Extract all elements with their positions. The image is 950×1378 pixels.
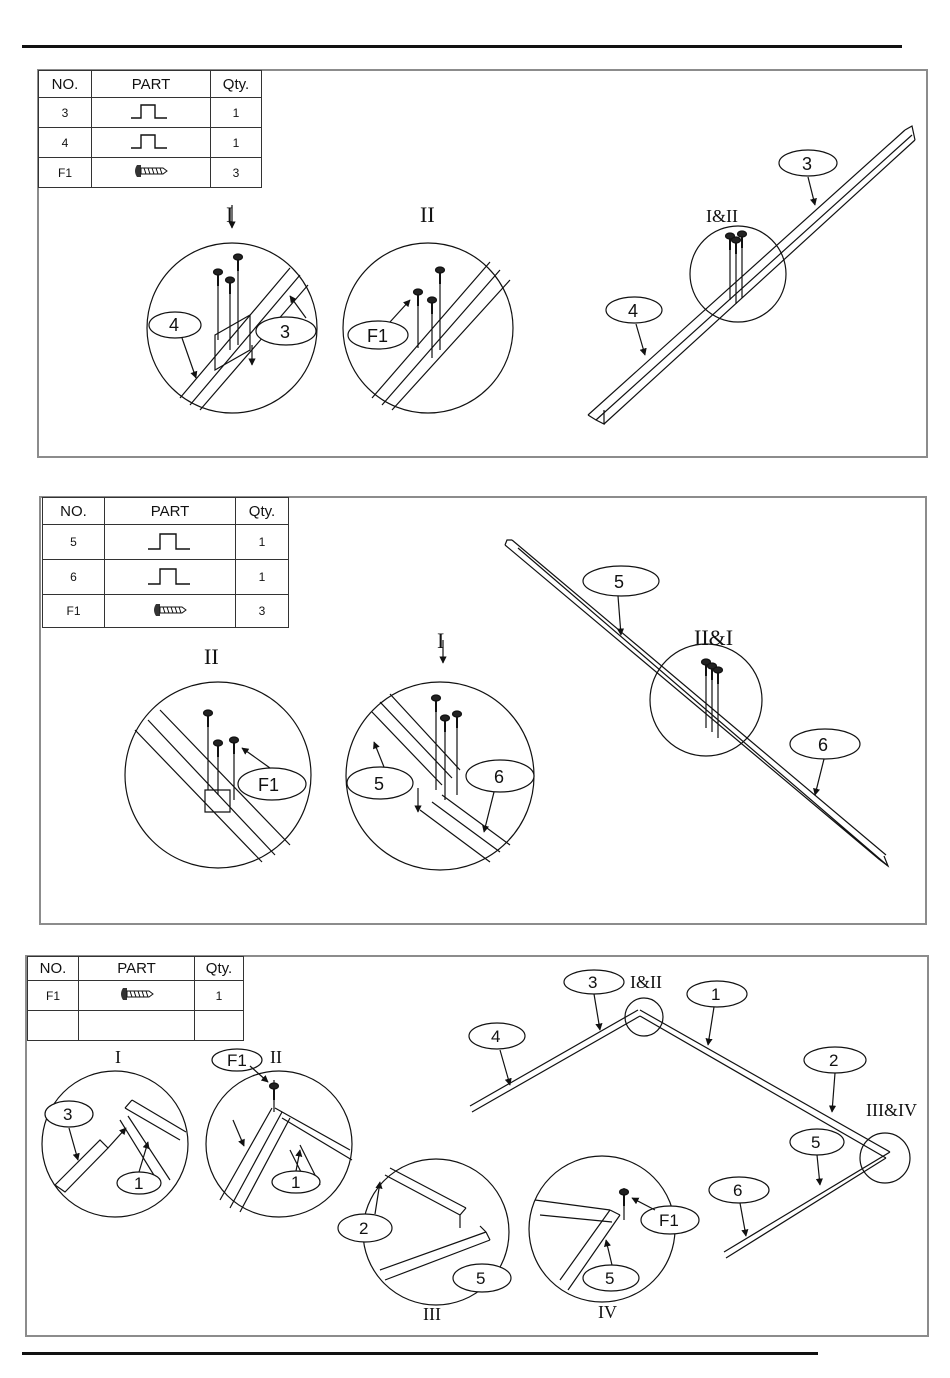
detail-title: III&IV (866, 1100, 917, 1120)
callout-label: F1 (659, 1211, 679, 1230)
callout-label: 5 (605, 1269, 614, 1288)
callout-label: 3 (63, 1105, 72, 1124)
detail-title: III (423, 1304, 441, 1324)
detail-circle-1a (147, 205, 317, 413)
callout-label: 6 (494, 767, 504, 787)
detail-title: IV (598, 1302, 617, 1322)
callout-label: 5 (614, 572, 624, 592)
detail-title: I&II (630, 972, 662, 992)
callout-label: F1 (367, 326, 388, 346)
callout-label: 3 (802, 154, 812, 174)
detail-title: II (204, 644, 219, 669)
callout-label: F1 (258, 775, 279, 795)
main-assembly-1 (588, 126, 915, 424)
detail-circle-2a (125, 682, 311, 868)
callout-label: 1 (134, 1174, 143, 1193)
callout-label: 2 (829, 1051, 838, 1070)
callout-label: 4 (169, 315, 179, 335)
callout-label: 4 (491, 1027, 500, 1046)
callout-label: F1 (227, 1051, 247, 1070)
detail-title: I (437, 628, 444, 653)
callout-label: 1 (711, 985, 720, 1004)
detail-title: II (420, 202, 435, 227)
detail-title: II&I (694, 625, 733, 650)
callout-label: 4 (628, 301, 638, 321)
callout-label: 6 (733, 1181, 742, 1200)
detail-title: I&II (706, 206, 738, 226)
detail-circle-2b (346, 640, 534, 870)
detail-circle-3b (206, 1049, 352, 1217)
callout-label: 2 (359, 1219, 368, 1238)
callout-label: 5 (811, 1133, 820, 1152)
detail-title: I (115, 1047, 121, 1067)
main-assembly-2 (505, 540, 888, 866)
detail-title: I (226, 202, 233, 227)
detail-title: II (270, 1047, 282, 1067)
detail-circle-3a (42, 1071, 188, 1217)
callout-label: 5 (476, 1269, 485, 1288)
callout-label: 3 (280, 322, 290, 342)
callout-label: 6 (818, 735, 828, 755)
callout-label: 5 (374, 774, 384, 794)
callout-label: 1 (291, 1173, 300, 1192)
callout-label: 3 (588, 973, 597, 992)
